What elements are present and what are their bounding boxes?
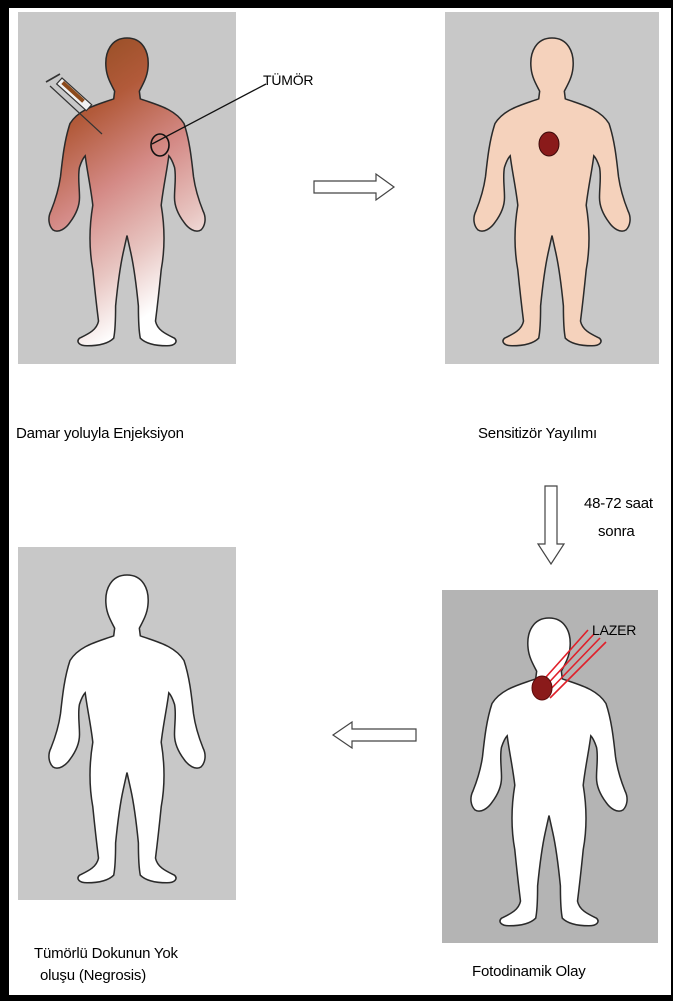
panel-photodynamic bbox=[442, 590, 658, 943]
tumor-spot bbox=[532, 676, 552, 700]
panel-injection bbox=[18, 12, 236, 364]
tumor-label: TÜMÖR bbox=[263, 72, 313, 88]
tumor-spot bbox=[539, 132, 559, 156]
caption-distribution: Sensitizör Yayılımı bbox=[478, 424, 597, 443]
arrow-left-icon bbox=[330, 720, 420, 750]
caption-injection: Damar yoluyla Enjeksiyon bbox=[16, 424, 184, 443]
wait-label-line1: 48-72 saat bbox=[584, 494, 653, 513]
panel-necrosis bbox=[18, 547, 236, 900]
caption-photodynamic: Fotodinamik Olay bbox=[472, 962, 586, 981]
laser-label: LAZER bbox=[592, 622, 636, 638]
caption-necrosis-line2: oluşu (Negrosis) bbox=[40, 966, 146, 985]
caption-necrosis-line1: Tümörlü Dokunun Yok bbox=[34, 944, 178, 963]
wait-label-line2: sonra bbox=[598, 522, 635, 541]
tumor-pointer-line bbox=[150, 80, 270, 150]
arrow-down-icon bbox=[536, 484, 568, 568]
arrow-right-icon bbox=[312, 172, 398, 202]
panel-distribution bbox=[445, 12, 659, 364]
